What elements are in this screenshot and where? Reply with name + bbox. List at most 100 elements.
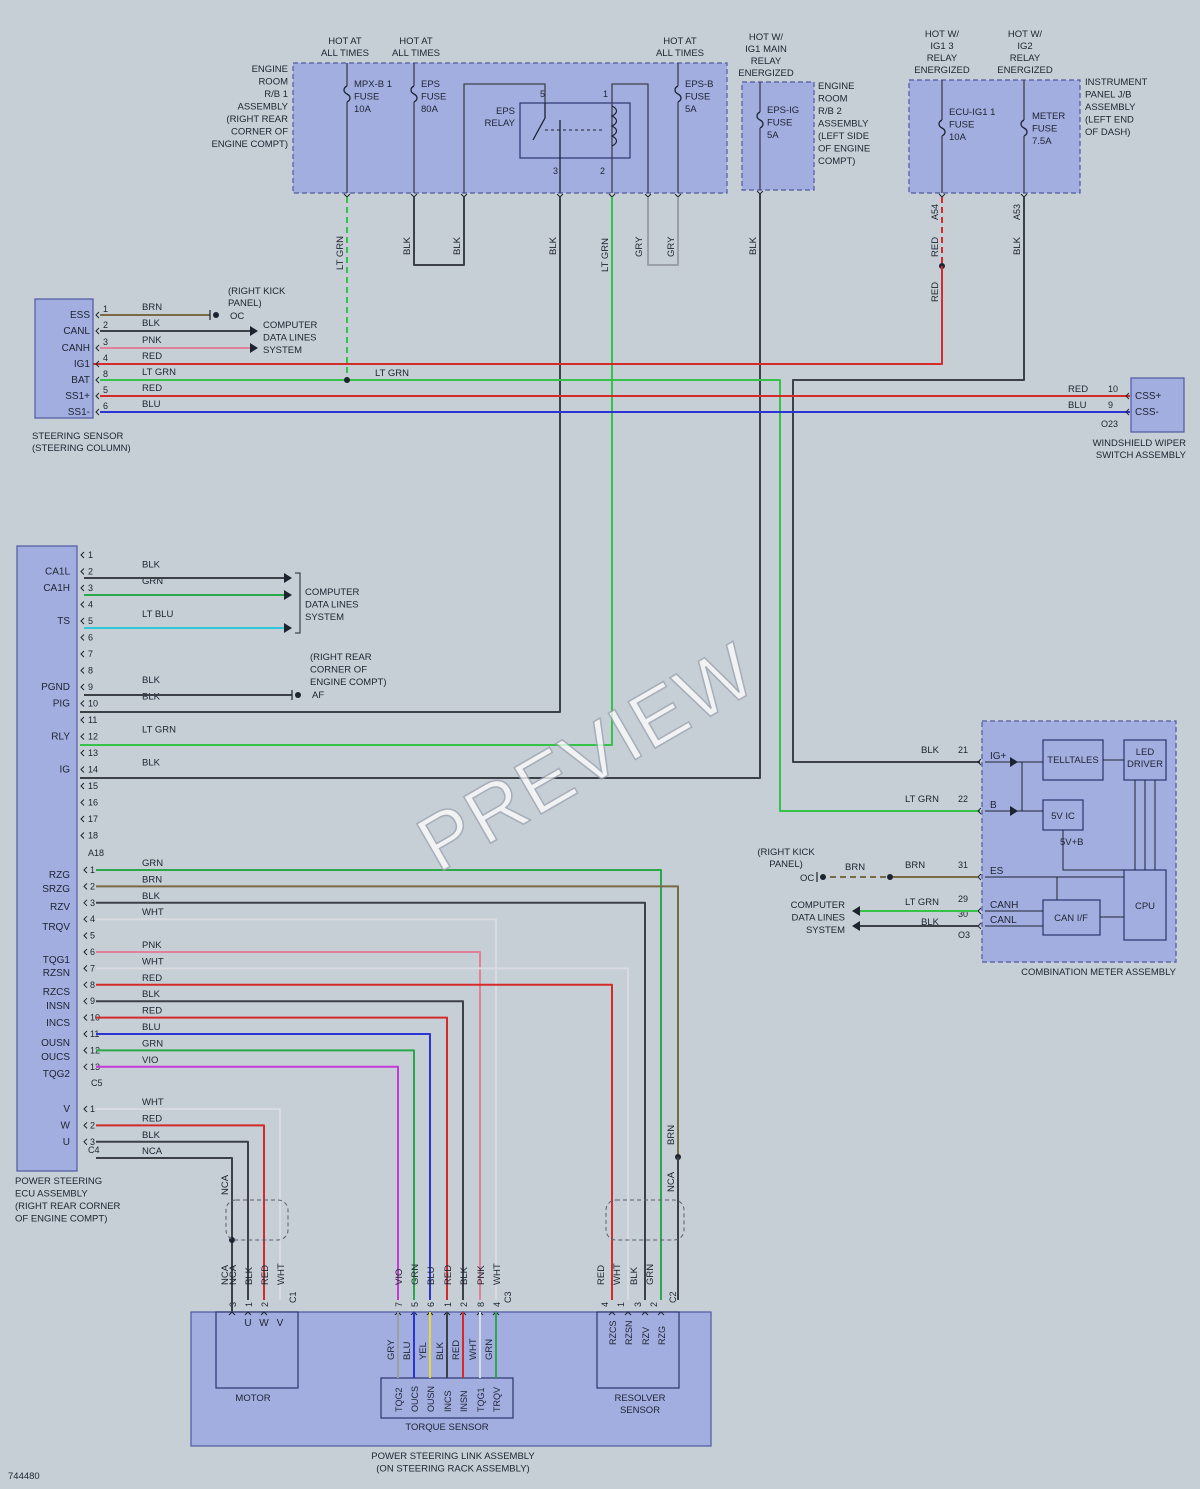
telltales-box	[1042, 739, 1104, 781]
power-source-label: IG1 MAIN	[745, 44, 787, 55]
wire-nca-c1	[96, 1157, 233, 1300]
data-lines-label: SYSTEM	[806, 925, 845, 936]
engine-room-rb2-box	[741, 81, 815, 191]
wire-label: PNK	[142, 940, 162, 951]
steering-pin: 6	[103, 401, 108, 411]
connector-chevron-icon	[80, 551, 85, 559]
torque-sensor-label: TORQUE SENSOR	[405, 1422, 488, 1433]
c1-connector-label: C1	[288, 1291, 298, 1303]
wire-label: GRN	[142, 858, 163, 869]
power-source-label: ALL TIMES	[321, 48, 369, 59]
kick-panel-label: (RIGHT KICK	[228, 286, 286, 297]
wire-label: LT GRN	[335, 236, 346, 270]
wire-label: WHT	[142, 907, 164, 918]
eps-fuse-icon	[410, 85, 418, 103]
windshield-wiper-switch-box	[1130, 377, 1185, 433]
ecu-a18-pin: 2	[88, 567, 93, 577]
wire-label: RED	[142, 1006, 162, 1017]
wire-label: GRN	[142, 1038, 163, 1049]
wire-label: GRN	[645, 1264, 656, 1285]
steering-pin: 5	[103, 385, 108, 395]
arrow-icon	[284, 623, 292, 633]
connector-chevron-icon	[95, 311, 100, 319]
connector-chevron-icon	[977, 873, 982, 881]
wire-c5-1	[96, 885, 679, 1157]
ecu-c5-pin: 7	[90, 963, 95, 973]
wire-label: NCA	[220, 1264, 231, 1285]
ecu-label: OF ENGINE COMPT)	[15, 1214, 107, 1225]
rb1-label: (RIGHT REAR	[226, 114, 288, 125]
connector-chevron-icon	[95, 392, 100, 400]
steering-pin: 8	[103, 369, 108, 379]
wire-label: BLU	[426, 1266, 437, 1285]
data-lines-label: COMPUTER	[791, 900, 846, 911]
wire-label: WHT	[276, 1263, 287, 1285]
ecu-c4-pin: 1	[90, 1104, 95, 1114]
meter-fuse-label: FUSE	[1032, 124, 1057, 135]
resolver-sensor-label: RESOLVER	[614, 1393, 665, 1404]
torque-signal: OUCS	[410, 1386, 420, 1412]
connector-chevron-icon	[1020, 193, 1028, 198]
wire-c5-9	[96, 1016, 448, 1300]
power-source-label: ALL TIMES	[656, 48, 704, 59]
ipjb-label: OF DASH)	[1085, 127, 1130, 138]
eps-fuse-label: FUSE	[421, 92, 446, 103]
epsb-fuse-label: EPS-B	[685, 79, 714, 90]
wire-blk-meter-ig	[792, 197, 1025, 763]
steering-pin: 3	[103, 337, 108, 347]
ecu-a18-pin: 17	[88, 814, 98, 824]
wire-c5-10	[96, 1033, 431, 1300]
c3-pin: 5	[410, 1302, 420, 1307]
wire-label: RED	[451, 1340, 462, 1360]
connector-chevron-icon	[977, 758, 982, 766]
eps-relay-label: EPS	[496, 106, 515, 117]
epsb-fuse-icon	[674, 85, 682, 103]
steering-pin: 1	[103, 304, 108, 314]
ecu-a18-pin: 7	[88, 649, 93, 659]
connector-chevron-icon	[80, 568, 85, 575]
relay-contact	[532, 103, 546, 141]
ecu-signal-oucs: OUCS	[41, 1052, 70, 1063]
connector-chevron-icon	[1125, 392, 1130, 400]
motor-box	[215, 1311, 299, 1389]
connector-chevron-icon	[80, 650, 85, 658]
wire-label: BLU	[142, 1022, 161, 1033]
connector-chevron-icon	[80, 716, 85, 724]
ecu-a18-pin: 4	[88, 600, 93, 610]
power-source-label: HOT AT	[399, 36, 433, 47]
epsig-fuse-icon	[756, 111, 764, 129]
wire-label: GRN	[484, 1339, 495, 1360]
meter-fuse-label: 7.5A	[1032, 136, 1052, 147]
ecu-c5-pin: 6	[90, 947, 95, 957]
ipjb-label: PANEL J/B	[1085, 90, 1131, 101]
connector-chevron-icon	[644, 193, 652, 198]
meter-line	[985, 910, 1124, 927]
ground-location-label: (RIGHT REAR	[310, 652, 372, 663]
wire-label: RED	[930, 237, 941, 257]
eps-relay-label: RELAY	[485, 118, 516, 129]
wire-label: GRY	[634, 236, 645, 257]
data-lines-label: SYSTEM	[263, 345, 302, 356]
arrow-icon	[250, 343, 258, 353]
power-source-label: ALL TIMES	[392, 48, 440, 59]
connector-chevron-icon	[80, 700, 85, 707]
connector-chevron-icon	[83, 866, 88, 874]
c1-pin: 2	[260, 1302, 270, 1307]
connector-chevron-icon	[80, 832, 85, 839]
meter-signal-canh: CANH	[990, 900, 1018, 911]
kick-panel-label: PANEL)	[769, 859, 803, 870]
wire-label: BLK	[435, 1341, 446, 1360]
wire-label: NCA	[142, 1146, 163, 1157]
power-source-label: HOT W/	[749, 32, 783, 43]
wire-label: GRN	[410, 1264, 421, 1285]
connector-chevron-icon	[977, 922, 982, 930]
connector-chevron-icon	[641, 1311, 649, 1316]
c1-pin: 1	[244, 1302, 254, 1307]
connector-chevron-icon	[244, 1311, 252, 1316]
wire-blk-pig	[80, 197, 561, 713]
link-label: (ON STEERING RACK ASSEMBLY)	[376, 1464, 529, 1475]
connector-chevron-icon	[83, 1138, 88, 1146]
meter-pin: 29	[958, 894, 968, 904]
telltales-label: TELLTALES	[1047, 755, 1098, 766]
ecu-signal-pgnd: PGND	[41, 682, 70, 693]
